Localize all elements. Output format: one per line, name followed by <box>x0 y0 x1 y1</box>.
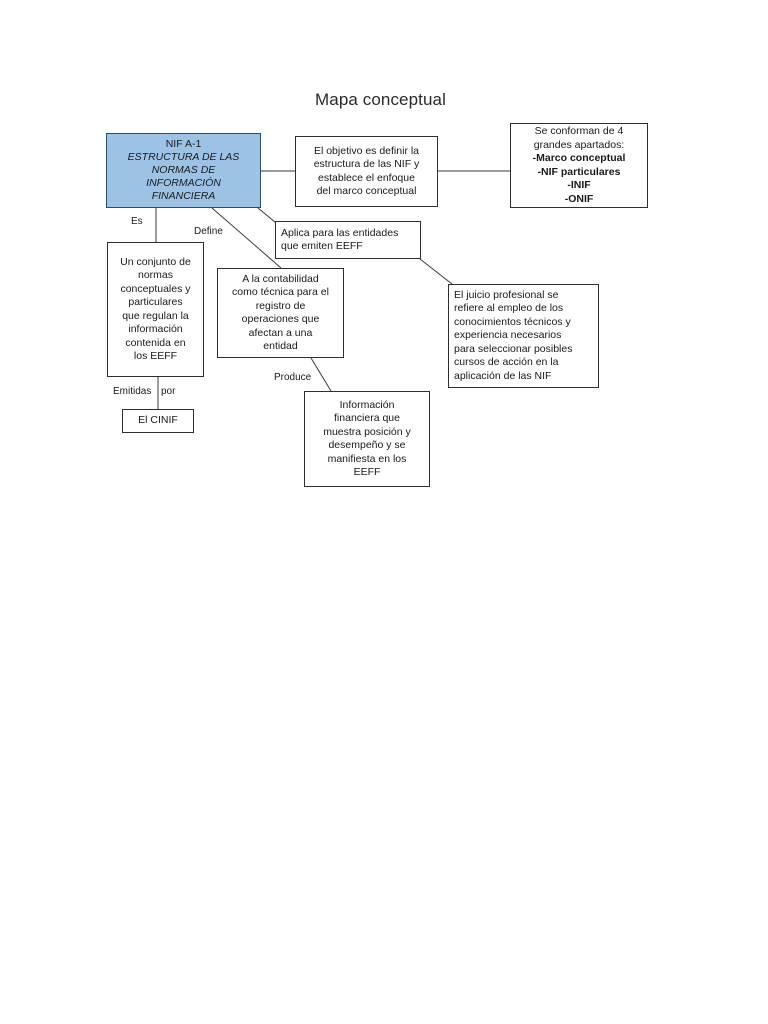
edge-label-emitidas: Emitidas <box>113 386 152 397</box>
node-apartados[interactable]: Se conforman de 4 grandes apartados: -Ma… <box>510 123 648 208</box>
edge-label-produce: Produce <box>274 372 312 383</box>
node-nif-a1-subtitle: ESTRUCTURA DE LAS NORMAS DE INFORMACIÓN … <box>127 151 240 202</box>
node-informacion[interactable]: Información financiera que muestra posic… <box>304 391 430 487</box>
edge-label-es: Es <box>131 216 143 227</box>
page-title: Mapa conceptual <box>315 90 446 109</box>
node-cinif-text: El CINIF <box>138 414 178 427</box>
edge-contabilidad-to-informacion <box>310 357 332 392</box>
node-juicio[interactable]: El juicio profesional se refiere al empl… <box>448 284 599 388</box>
node-apartados-heading: Se conforman de 4 grandes apartados: <box>533 125 625 151</box>
node-conjunto-text: Un conjunto de normas conceptuales y par… <box>120 255 191 363</box>
node-contabilidad[interactable]: A la contabilidad como técnica para el r… <box>217 268 344 358</box>
edge-label-define: Define <box>194 226 223 237</box>
node-objetivo[interactable]: El objetivo es definir la estructura de … <box>295 136 438 207</box>
edge-label-por: por <box>161 386 176 397</box>
node-apartados-items: -Marco conceptual -NIF particulares -INI… <box>532 152 626 205</box>
node-contabilidad-text: A la contabilidad como técnica para el r… <box>232 272 329 353</box>
node-nif-a1-title: NIF A-1 <box>165 138 202 150</box>
node-objetivo-text: El objetivo es definir la estructura de … <box>313 144 420 198</box>
node-conjunto[interactable]: Un conjunto de normas conceptuales y par… <box>107 242 204 377</box>
edge-aplica-to-juicio <box>419 258 453 285</box>
node-cinif[interactable]: El CINIF <box>122 409 194 433</box>
edge-root-to-contabilidad <box>211 207 282 269</box>
node-informacion-text: Información financiera que muestra posic… <box>323 398 411 479</box>
node-juicio-text: El juicio profesional se refiere al empl… <box>454 288 573 382</box>
node-nif-a1[interactable]: NIF A-1 ESTRUCTURA DE LAS NORMAS DE INFO… <box>106 133 261 208</box>
node-aplica[interactable]: Aplica para las entidades que emiten EEF… <box>275 221 421 259</box>
node-aplica-text: Aplica para las entidades que emiten EEF… <box>281 226 399 253</box>
